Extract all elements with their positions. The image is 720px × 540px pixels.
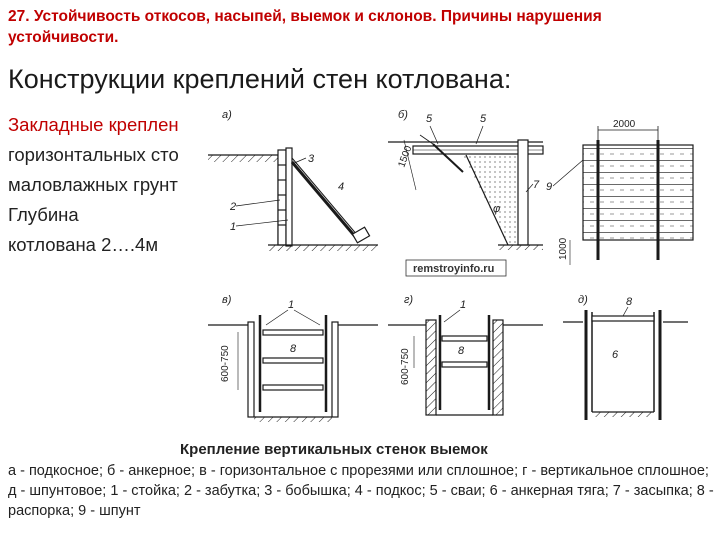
panel-v-horizontal: в) 600-750 1 8	[208, 294, 378, 422]
part-number-9: 6	[612, 349, 619, 361]
part-number-7: 7	[533, 179, 540, 191]
dimension-1500: 1500	[396, 144, 414, 169]
part-number-2: 2	[229, 201, 236, 213]
slide-title: 27. Устойчивость откосов, насыпей, выемо…	[8, 8, 602, 46]
part-number-4: 4	[338, 181, 344, 193]
part-number-8-g: 8	[458, 345, 465, 357]
figure-caption: Крепление вертикальных стенок выемок	[180, 441, 488, 458]
part-number-1-g: 1	[460, 299, 466, 311]
left-line-3: маловлажных грунт	[8, 174, 178, 195]
panel-elevation: 2000 9 1000	[546, 119, 694, 265]
panel-label-a: а)	[222, 109, 232, 121]
panel-d-sheetpile: д) 8 6	[563, 294, 688, 420]
panel-label-v: в)	[222, 294, 232, 306]
figure-legend: а - подкосное; б - анкерное; в - горизон…	[8, 463, 714, 519]
part-number-5a: 5	[426, 113, 433, 125]
phi-angle: φ	[493, 203, 500, 215]
left-line-5: котлована 2….4м	[8, 234, 159, 255]
dimension-600-750a: 600-750	[220, 345, 231, 382]
panel-b-anchored: б) 1500 5 5 7 φ	[388, 109, 544, 250]
panel-label-b: б)	[398, 109, 408, 121]
part-number-8-v: 8	[290, 343, 297, 355]
panel-g-vertical: г) 600-750 1 8	[388, 294, 543, 416]
left-line-1: Закладные креплен	[8, 114, 179, 135]
panel-a-strut: а) 3 4 2 1	[208, 109, 378, 251]
watermark: remstroyinfo.ru	[413, 263, 494, 275]
slide-subtitle: Конструкции креплений стен котлована:	[8, 64, 512, 94]
panel-label-g: г)	[404, 294, 413, 306]
part-number-5b: 5	[480, 113, 487, 125]
dimension-600-750b: 600-750	[400, 348, 411, 385]
left-line-2: горизонтальных сто	[8, 144, 179, 165]
left-text-block: Закладные креплен горизонтальных сто мал…	[8, 110, 208, 270]
support-diagram: а) 3 4 2 1 б) 1500 5 5 7	[208, 100, 713, 440]
left-line-4: Глубина	[8, 204, 79, 225]
dimension-2000: 2000	[613, 119, 636, 130]
part-number-5c: 9	[546, 181, 552, 193]
part-number-3: 3	[308, 153, 315, 165]
part-number-8-d: 8	[626, 296, 633, 308]
panel-label-d: д)	[578, 294, 588, 306]
part-number-1-v: 1	[288, 299, 294, 311]
dimension-1000: 1000	[558, 237, 569, 260]
part-number-1: 1	[230, 221, 236, 233]
